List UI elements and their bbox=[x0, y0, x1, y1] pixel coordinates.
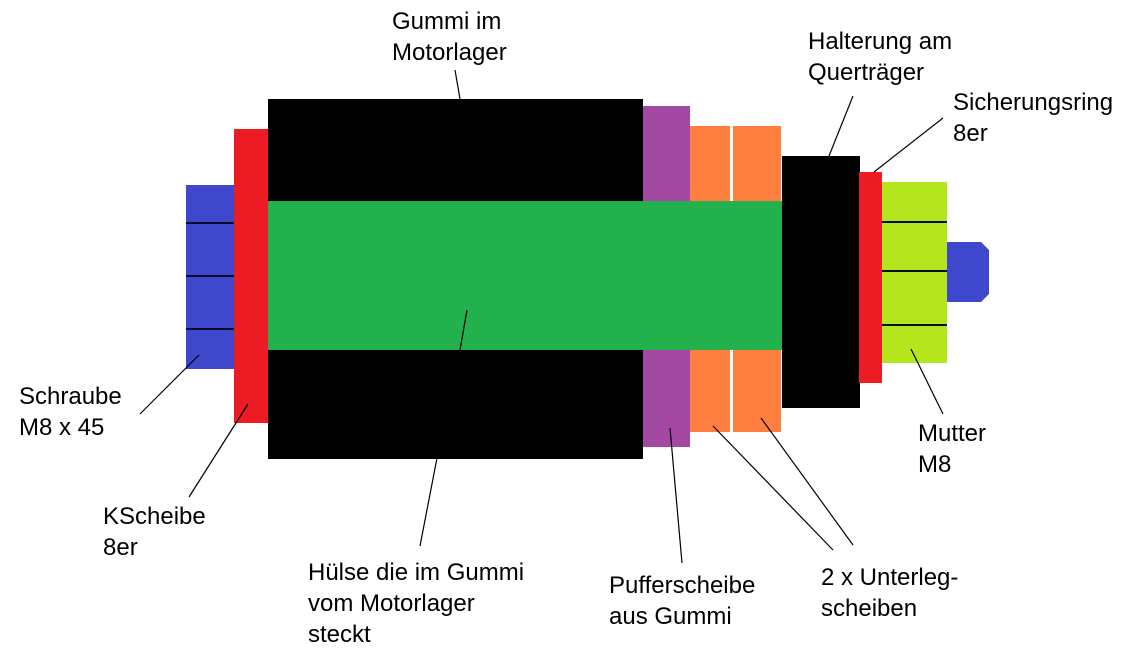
label-line: Pufferscheibe bbox=[609, 572, 756, 599]
bolt-head bbox=[186, 185, 234, 369]
label-bolt: Schraube M8 x 45 bbox=[19, 381, 122, 443]
label-line: Hülse die im Gummi bbox=[308, 559, 525, 586]
sleeve bbox=[268, 201, 783, 350]
label-nut: Mutter M8 bbox=[918, 418, 986, 480]
label-circlip: Sicherungsring 8er bbox=[953, 87, 1113, 149]
label-line: Motorlager bbox=[392, 39, 507, 66]
bolt-tip bbox=[947, 242, 989, 302]
leader-buffer bbox=[669, 427, 683, 564]
circlip bbox=[859, 172, 882, 383]
label-line: M8 bbox=[918, 451, 952, 478]
label-line: M8 x 45 bbox=[19, 414, 105, 441]
bracket bbox=[782, 156, 860, 408]
washer-k bbox=[234, 129, 268, 423]
label-line: 2 x Unterleg- bbox=[821, 564, 959, 591]
label-line: vom Motorlager bbox=[308, 590, 475, 617]
label-line: Gummi im bbox=[392, 8, 502, 35]
label-line: scheiben bbox=[821, 595, 918, 622]
bolt-tip-shape bbox=[947, 242, 989, 302]
label-line: aus Gummi bbox=[609, 603, 732, 630]
label-line: Mutter bbox=[918, 420, 987, 447]
nut-line bbox=[882, 221, 947, 223]
nut bbox=[882, 182, 947, 363]
leader-washer-2 bbox=[760, 417, 854, 546]
leader-bracket bbox=[828, 95, 854, 157]
label-line: Halterung am bbox=[808, 28, 953, 55]
label-sleeve: Hülse die im Gummi vom Motorlager steckt bbox=[308, 557, 524, 650]
label-line: KScheibe bbox=[103, 503, 206, 530]
label-line: Schraube bbox=[19, 383, 122, 410]
label-washer-k: KScheibe 8er bbox=[103, 501, 206, 563]
label-line: steckt bbox=[308, 621, 371, 648]
bolt-head-line bbox=[186, 275, 234, 277]
leader-circlip bbox=[873, 117, 944, 173]
nut-line bbox=[882, 324, 947, 326]
bolt-head-line bbox=[186, 222, 234, 224]
label-line: Sicherungsring bbox=[953, 89, 1114, 116]
label-rubber-mount: Gummi im Motorlager bbox=[392, 6, 507, 68]
nut-line bbox=[882, 270, 947, 272]
label-washers: 2 x Unterleg- scheiben bbox=[821, 562, 958, 624]
bolt-head-line bbox=[186, 328, 234, 330]
leader-rubber-mount bbox=[454, 69, 461, 100]
label-buffer: Pufferscheibe aus Gummi bbox=[609, 570, 755, 632]
label-line: 8er bbox=[103, 534, 138, 561]
label-line: 8er bbox=[953, 120, 988, 147]
label-bracket: Halterung am Querträger bbox=[808, 26, 952, 88]
leader-washer-1 bbox=[712, 425, 834, 551]
label-line: Querträger bbox=[808, 59, 925, 86]
leader-sleeve bbox=[419, 457, 438, 547]
